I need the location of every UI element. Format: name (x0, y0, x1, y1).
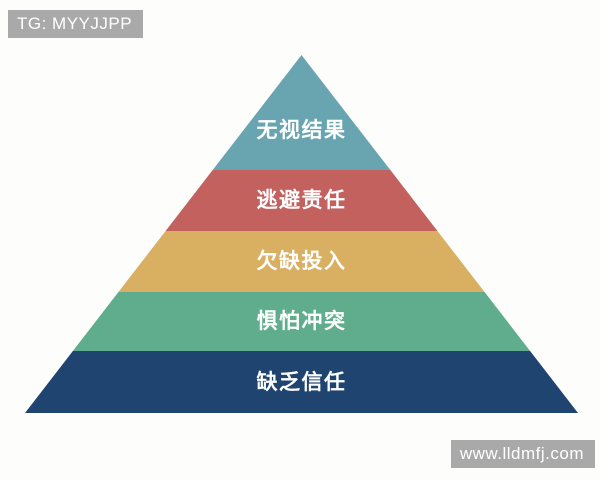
website-watermark-badge: www.lldmfj.com (450, 440, 595, 468)
pyramid-level-label: 逃避责任 (256, 189, 347, 212)
pyramid-level-base: 缺乏信任 (25, 351, 578, 413)
pyramid-level-4: 惧怕冲突 (25, 292, 578, 351)
pyramid-level-top: 无视结果 (25, 55, 578, 170)
pyramid-level-3: 欠缺投入 (25, 231, 578, 292)
pyramid-level-label: 惧怕冲突 (256, 310, 347, 333)
pyramid-level-label: 缺乏信任 (256, 370, 347, 394)
pyramid-level-label: 无视结果 (256, 118, 347, 142)
telegram-watermark-badge: TG: MYYJJPP (8, 10, 144, 38)
pyramid-level-label: 欠缺投入 (256, 250, 347, 273)
pyramid-level-2: 逃避责任 (25, 170, 578, 231)
five-level-pyramid-diagram: 无视结果 逃避责任 欠缺投入 惧怕冲突 缺乏信任 (25, 55, 578, 413)
